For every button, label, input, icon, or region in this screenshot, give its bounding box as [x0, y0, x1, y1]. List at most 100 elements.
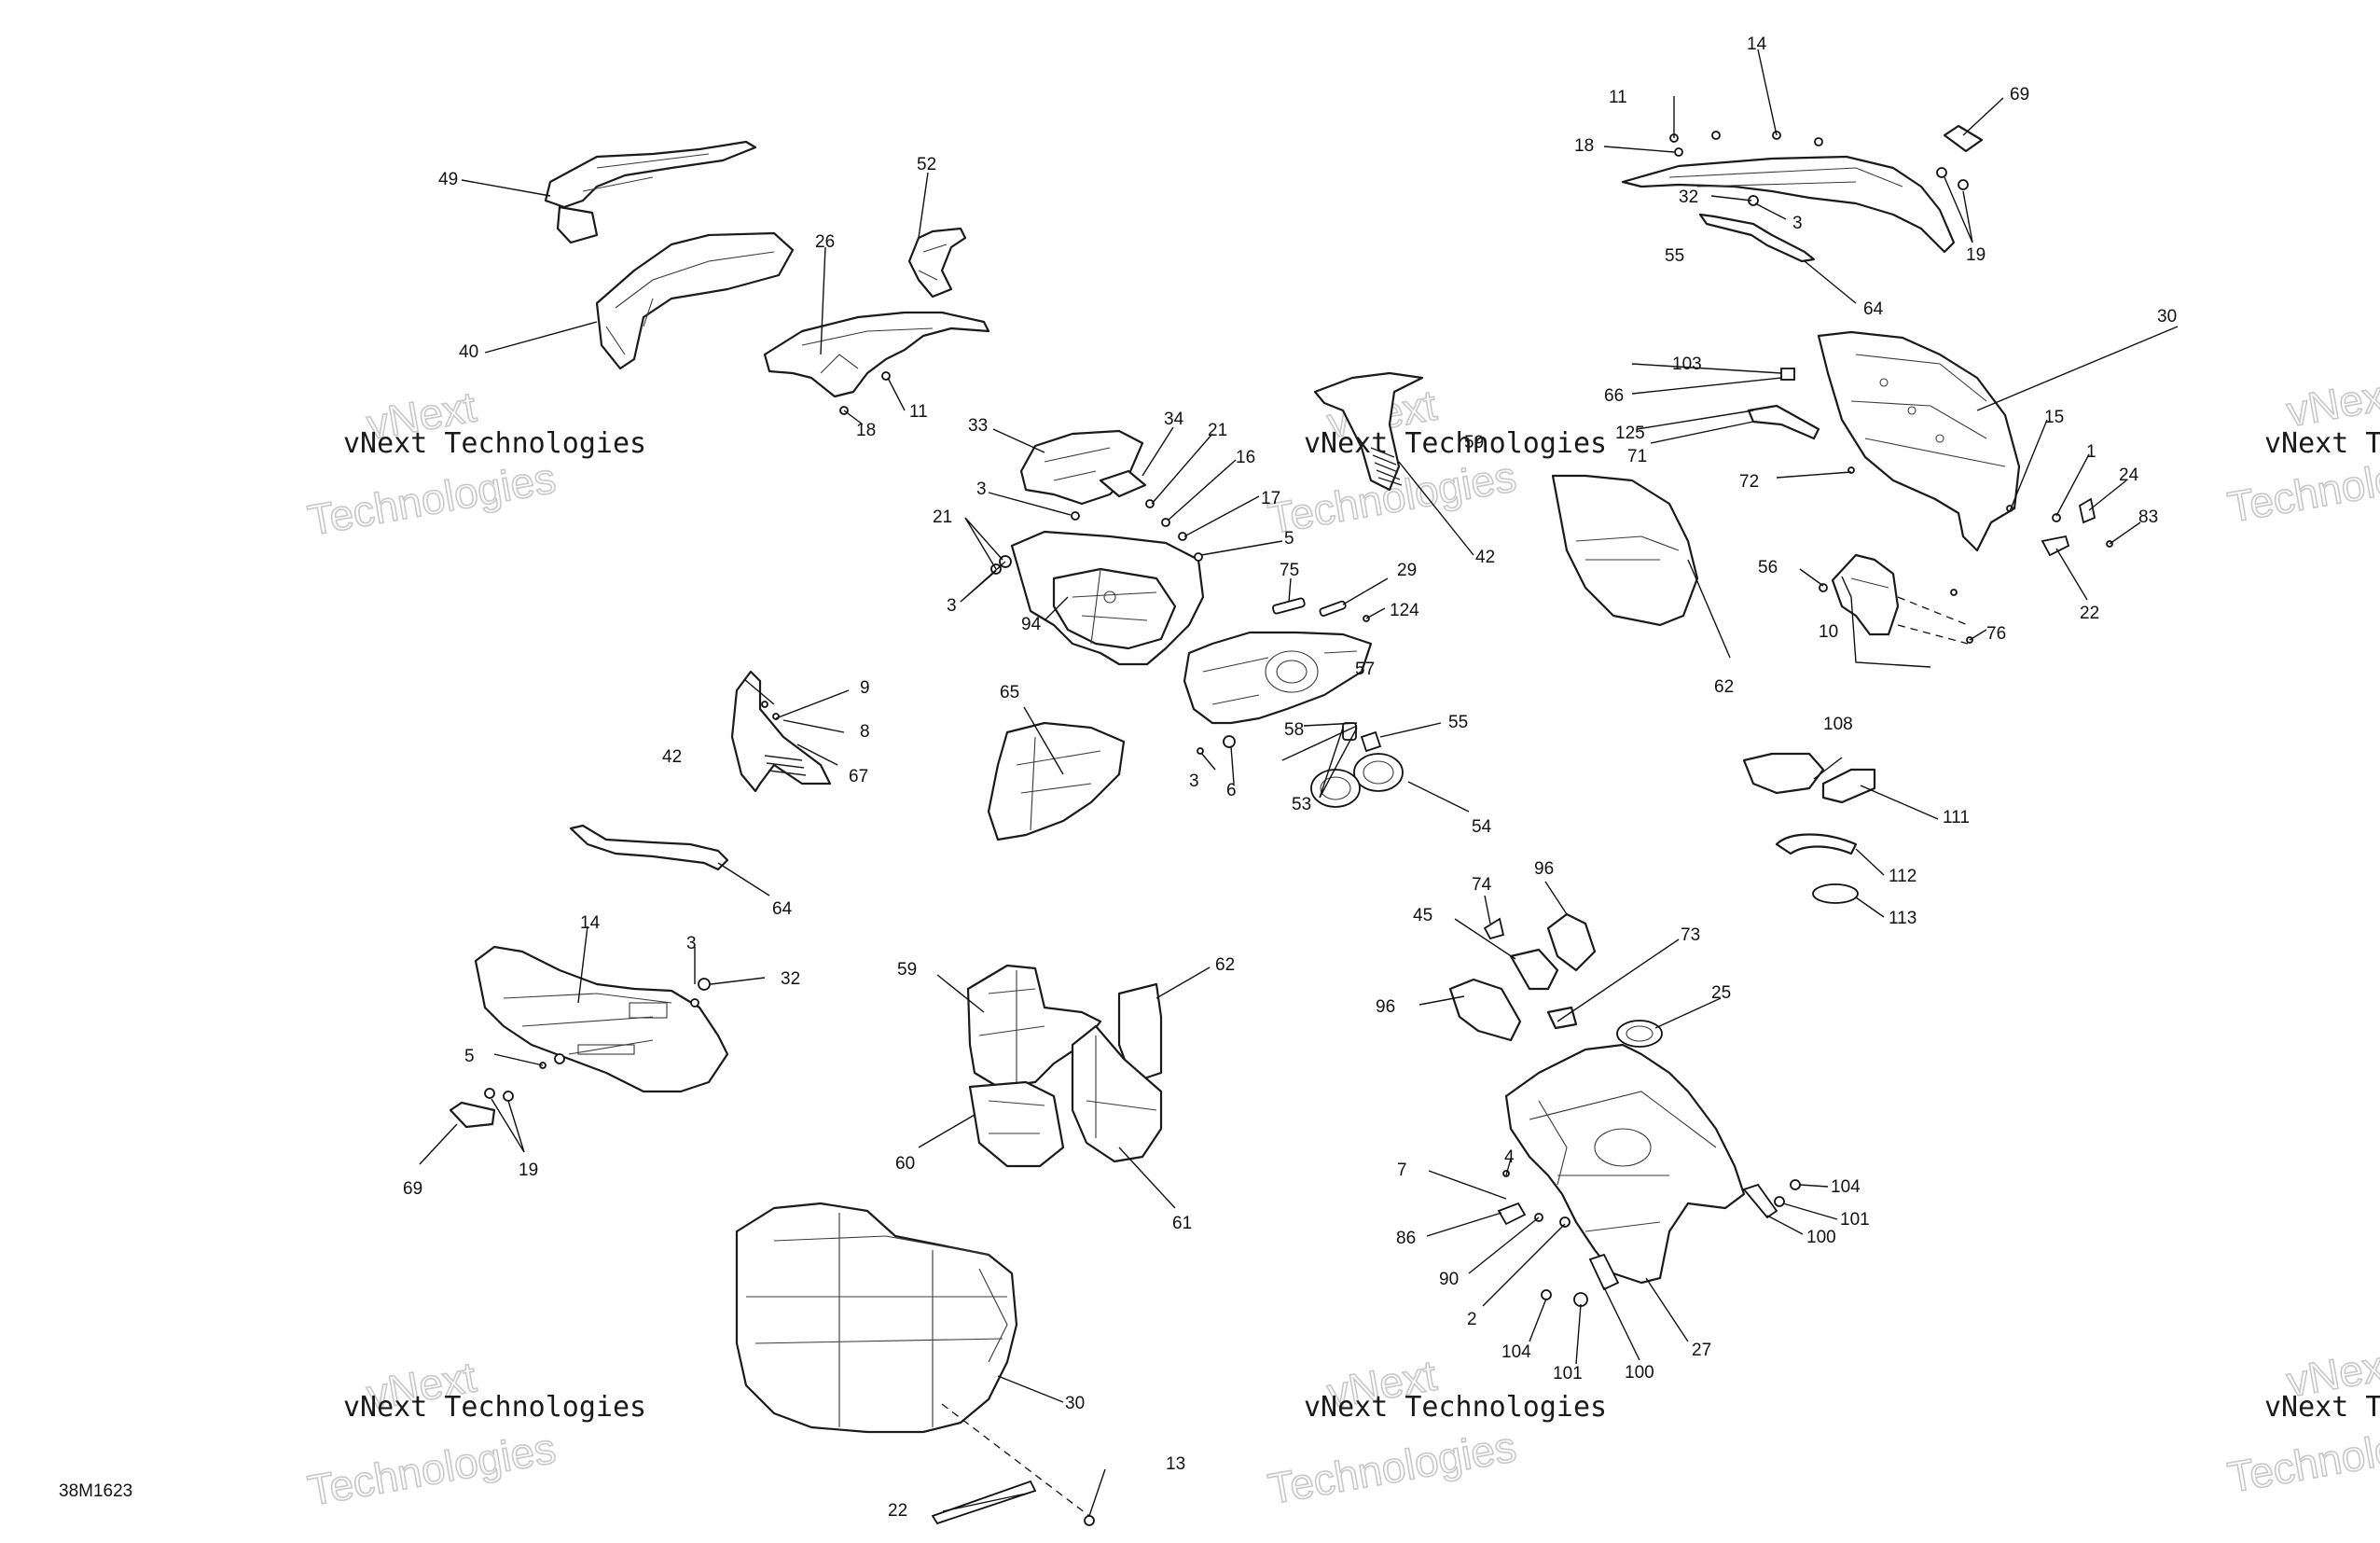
callout-11: 11 — [909, 402, 928, 422]
watermark-company-br: vNext Technologies — [2264, 1391, 2380, 1424]
part-60-panel — [968, 1080, 1065, 1168]
callout-5-left: 5 — [464, 1047, 475, 1066]
callout-26: 26 — [815, 232, 835, 252]
part-104-screw-right — [1790, 1179, 1801, 1190]
callout-22-lower: 22 — [888, 1501, 907, 1521]
part-49-duct — [544, 140, 757, 244]
part-29-pin — [1319, 600, 1347, 617]
callout-32-upper: 32 — [1679, 188, 1698, 207]
watermark-ghost-vnext: vNext — [2283, 369, 2380, 437]
callout-5-gauge: 5 — [1284, 529, 1294, 549]
callout-34: 34 — [1164, 410, 1184, 429]
callout-8: 8 — [860, 722, 870, 742]
callout-76: 76 — [1986, 624, 2006, 644]
callout-6: 6 — [1226, 781, 1237, 800]
callout-65: 65 — [1000, 683, 1019, 702]
diagram-reference-code: 38M1623 — [59, 1481, 132, 1501]
callout-3-left: 3 — [686, 934, 697, 953]
watermark-text-layer: vNext Technologies vNext Technologies vN… — [343, 427, 2380, 1424]
part-100-bracket-right — [1742, 1183, 1778, 1219]
part-25-seal-ring — [1616, 1020, 1663, 1048]
callout-111: 111 — [1943, 808, 1970, 827]
watermark-ghost-technologies: Technologies — [304, 453, 559, 545]
callout-64-upper: 64 — [1863, 299, 1884, 319]
part-27-console-frame — [1504, 1043, 1746, 1285]
part-61-panel — [1071, 1024, 1163, 1163]
leader-group-56 — [1841, 576, 1931, 668]
callout-62-upper: 62 — [1714, 677, 1734, 697]
part-14-left-side-panel — [474, 945, 729, 1093]
watermark-ghost-technologies: Technologies — [1265, 1422, 1519, 1513]
callout-30-upper: 30 — [2157, 307, 2177, 327]
part-71-bracket — [1747, 404, 1820, 440]
watermark-company-tc: vNext Technologies — [1304, 427, 1607, 460]
callout-64-left: 64 — [772, 899, 793, 919]
callout-100-bottom: 100 — [1625, 1363, 1654, 1383]
part-100-bracket-bottom — [1588, 1253, 1620, 1291]
callout-69-upper: 69 — [2010, 85, 2029, 104]
callout-86: 86 — [1396, 1229, 1416, 1248]
callout-4: 4 — [1504, 1147, 1515, 1167]
callout-100-right: 100 — [1806, 1228, 1836, 1247]
callout-24: 24 — [2119, 466, 2139, 485]
callout-2: 2 — [1467, 1310, 1477, 1329]
part-58-headlight — [1183, 631, 1373, 725]
callout-125: 125 — [1615, 424, 1645, 443]
watermark-company-tl: vNext Technologies — [343, 427, 646, 460]
callout-74: 74 — [1472, 875, 1492, 895]
callout-60: 60 — [895, 1154, 915, 1174]
assembly-line-30-13 — [941, 1403, 1090, 1517]
part-74-clip — [1483, 917, 1505, 940]
callout-49: 49 — [438, 170, 458, 189]
callout-27: 27 — [1692, 1341, 1711, 1360]
callout-56: 56 — [1758, 558, 1778, 577]
callout-73: 73 — [1681, 925, 1700, 945]
callout-29: 29 — [1397, 561, 1417, 580]
callout-40: 40 — [459, 342, 478, 362]
callout-1: 1 — [2086, 442, 2096, 462]
watermark-company-tr: vNext Technologies — [2264, 427, 2380, 460]
part-65-housing — [987, 721, 1126, 841]
part-112-seal — [1775, 833, 1858, 855]
callout-52: 52 — [917, 155, 936, 174]
callout-21-left: 21 — [933, 507, 952, 527]
part-40-top-cover — [595, 231, 795, 370]
part-104-screw-bottom — [1541, 1289, 1552, 1300]
watermark-company-bc: vNext Technologies — [1304, 1391, 1607, 1424]
part-42-upper-side-cover — [1313, 371, 1424, 492]
part-14-seat-cowl — [1621, 155, 1956, 254]
part-69-left-tag — [449, 1101, 496, 1129]
part-34-clip — [1099, 469, 1147, 498]
part-103-tab — [1780, 368, 1795, 381]
callout-55-upper: 55 — [1665, 246, 1684, 266]
callout-3-lamp: 3 — [1189, 772, 1199, 791]
part-26-front-bracket — [763, 311, 990, 398]
part-59-headlight-cover — [1551, 474, 1699, 627]
part-52-bracket — [907, 227, 967, 299]
callout-104-bottom: 104 — [1501, 1342, 1531, 1362]
callout-45: 45 — [1413, 906, 1432, 925]
watermark-ghost-technologies: Technologies — [304, 1424, 559, 1515]
callout-30-lower: 30 — [1065, 1394, 1085, 1413]
callout-96-lower: 96 — [1376, 997, 1395, 1017]
callout-101-right: 101 — [1840, 1210, 1870, 1230]
callout-124: 124 — [1390, 601, 1419, 620]
callout-21-right: 21 — [1208, 421, 1227, 440]
callout-3-gauge-left: 3 — [947, 596, 957, 616]
callout-42-left: 42 — [662, 747, 682, 767]
callout-53: 53 — [1292, 795, 1311, 814]
part-13-lower-screw — [1084, 1515, 1095, 1526]
callout-69-left: 69 — [403, 1179, 422, 1199]
callout-67: 67 — [849, 767, 868, 786]
part-101-nut-bottom — [1573, 1292, 1588, 1307]
callout-113: 113 — [1889, 909, 1916, 928]
watermark-ghost-layer: vNext Technologies vNext Technologies vN… — [303, 368, 2380, 1516]
part-86-cover — [1497, 1202, 1527, 1226]
part-64-rod — [1698, 213, 1816, 263]
part-94-gauge-housing — [1010, 530, 1205, 666]
part-101-nut-right — [1774, 1196, 1785, 1207]
part-113-ring — [1812, 883, 1859, 904]
callout-3-upper: 3 — [1792, 214, 1803, 233]
part-45-latch — [1509, 948, 1559, 991]
parts-layer — [449, 124, 2113, 1526]
